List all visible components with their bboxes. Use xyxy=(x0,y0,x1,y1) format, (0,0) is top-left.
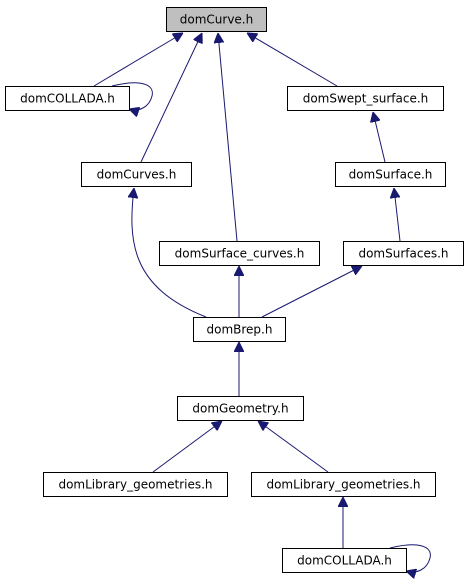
node-domsurface-curves[interactable]: domSurface_curves.h xyxy=(159,241,320,266)
node-box xyxy=(287,86,444,111)
node-dombrep[interactable]: domBrep.h xyxy=(193,317,286,342)
edge-domlibrary-geometries-l-to-domgeometry xyxy=(152,421,222,473)
nodes-layer: domCurve.h domCOLLADA.h domSwept_surface.h… xyxy=(5,7,464,573)
node-label: domLibrary_geometries.h xyxy=(58,478,212,492)
edge-domlibrary-geometries-r-to-domgeometry xyxy=(258,421,329,473)
edge-domcurves-to-domcurve xyxy=(140,33,202,163)
node-label: domSurface.h xyxy=(349,168,433,182)
node-label: domLibrary_geometries.h xyxy=(266,478,420,492)
node-box xyxy=(177,396,304,421)
edge-domsurface-curves-to-domcurve xyxy=(218,33,238,242)
node-box xyxy=(5,86,130,111)
node-label: domCOLLADA.h xyxy=(297,554,392,568)
node-domcollada-top[interactable]: domCOLLADA.h xyxy=(5,86,130,111)
node-label: domSwept_surface.h xyxy=(303,92,429,106)
node-domlibrary-geometries-l[interactable]: domLibrary_geometries.h xyxy=(43,472,228,497)
node-domswept-surface[interactable]: domSwept_surface.h xyxy=(287,86,444,111)
edge-dombrep-to-domsurfaces xyxy=(261,266,362,318)
node-box xyxy=(343,241,464,266)
edge-dombrep-to-domcurves xyxy=(132,188,207,318)
node-domgeometry[interactable]: domGeometry.h xyxy=(177,396,304,421)
node-domcurve[interactable]: domCurve.h xyxy=(166,7,267,32)
edge-domsurfaces-to-domsurface xyxy=(394,188,401,242)
node-box xyxy=(335,162,446,187)
edge-domcollada-top-to-domcurve xyxy=(93,33,183,87)
edges-layer xyxy=(93,33,431,572)
node-box xyxy=(43,472,228,497)
edge-domcollada-bottom-to-domcollada-bottom xyxy=(389,544,431,572)
node-box xyxy=(282,548,407,573)
node-label: domCurves.h xyxy=(97,168,177,182)
edge-domsurface-to-domswept-surface xyxy=(373,112,386,163)
node-box xyxy=(251,472,436,497)
node-domcurves[interactable]: domCurves.h xyxy=(81,162,192,187)
edge-domswept-surface-to-domcurve xyxy=(247,33,338,87)
node-label: domBrep.h xyxy=(207,323,273,337)
node-label: domSurface_curves.h xyxy=(175,247,305,261)
node-label: domSurfaces.h xyxy=(358,247,448,261)
node-domsurfaces[interactable]: domSurfaces.h xyxy=(343,241,464,266)
node-domlibrary-geometries-r[interactable]: domLibrary_geometries.h xyxy=(251,472,436,497)
node-box xyxy=(159,241,320,266)
node-label: domCOLLADA.h xyxy=(20,92,115,106)
node-box xyxy=(193,317,286,342)
node-domcollada-bottom[interactable]: domCOLLADA.h xyxy=(282,548,407,573)
edge-domcollada-top-to-domcollada-top xyxy=(111,82,153,110)
node-box xyxy=(166,7,267,32)
node-label: domCurve.h xyxy=(180,13,253,27)
node-domsurface[interactable]: domSurface.h xyxy=(335,162,446,187)
node-label: domGeometry.h xyxy=(192,402,288,416)
node-box xyxy=(81,162,192,187)
